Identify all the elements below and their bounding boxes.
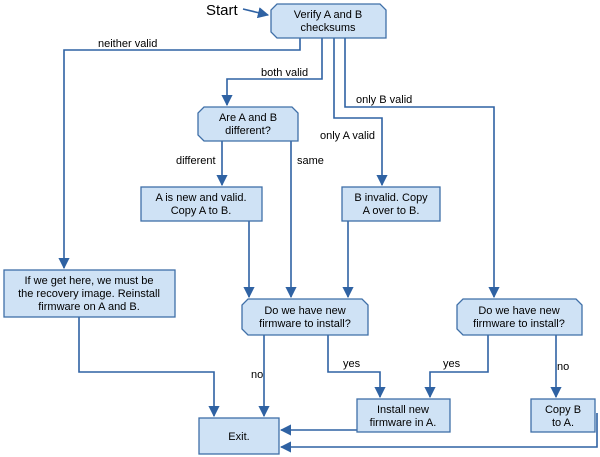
- node-new-firmware-right: Do we have new firmware to install?: [456, 298, 583, 336]
- start-label: Start: [206, 2, 239, 19]
- edge-copy-b-to-exit: [279, 413, 598, 453]
- node-recovery: If we get here, we must be the recovery …: [3, 269, 176, 318]
- node-exit: Exit.: [198, 417, 280, 455]
- edge-label-only-a-valid: only A valid: [320, 130, 375, 142]
- edge-left-yes: [327, 335, 386, 399]
- node-verify-line-2: checksums: [300, 22, 356, 34]
- edge-both-valid: [221, 38, 323, 107]
- node-new-firmware-right-line-2: firmware to install?: [473, 318, 565, 330]
- node-copy-b-to-a: Copy B to A.: [530, 398, 596, 433]
- node-new-firmware-right-line-1: Do we have new: [478, 305, 559, 317]
- edge-only-a-valid: [333, 38, 388, 187]
- edge-label-left-no: no: [251, 369, 263, 381]
- node-b-invalid-copy: B invalid. Copy A over to B.: [341, 186, 441, 222]
- edge-label-left-yes: yes: [343, 358, 361, 370]
- edge-label-both-valid: both valid: [261, 67, 308, 79]
- node-copy-b-to-a-line-1: Copy B: [545, 404, 581, 416]
- edge-neither-valid: [58, 38, 301, 270]
- node-copy-a-to-b: A is new and valid. Copy A to B.: [140, 186, 263, 222]
- edge-recovery-to-exit: [78, 317, 220, 418]
- node-new-firmware-left-line-2: firmware to install?: [259, 318, 351, 330]
- node-copy-a-to-b-line-2: Copy A to B.: [171, 205, 232, 217]
- edge-only-b-valid: [344, 38, 500, 299]
- node-new-firmware-left: Do we have new firmware to install?: [241, 298, 369, 336]
- edge-label-same: same: [297, 155, 324, 167]
- node-copy-b-to-a-line-2: to A.: [552, 417, 574, 429]
- edge-right-yes: [424, 335, 489, 399]
- node-are-different: Are A and B different?: [197, 106, 299, 142]
- edge-label-neither-valid: neither valid: [98, 38, 157, 50]
- edge-label-only-b-valid: only B valid: [356, 94, 412, 106]
- node-recovery-line-3: firmware on A and B.: [38, 301, 140, 313]
- start-arrow: [242, 7, 270, 19]
- edge-label-right-yes: yes: [443, 358, 461, 370]
- node-exit-label: Exit.: [228, 431, 249, 443]
- node-are-different-line-2: different?: [225, 125, 271, 137]
- edge-label-different: different: [176, 155, 216, 167]
- node-install-line-1: Install new: [377, 404, 429, 416]
- node-recovery-line-1: If we get here, we must be: [24, 275, 153, 287]
- node-b-invalid-line-1: B invalid. Copy: [354, 192, 428, 204]
- node-recovery-line-2: the recovery image. Reinstall: [18, 288, 160, 300]
- node-install: Install new firmware in A.: [356, 398, 451, 433]
- node-are-different-line-1: Are A and B: [219, 112, 277, 124]
- edge-label-right-no: no: [557, 361, 569, 373]
- node-copy-a-to-b-line-1: A is new and valid.: [155, 192, 246, 204]
- node-verify-line-1: Verify A and B: [294, 9, 363, 21]
- node-verify: Verify A and B checksums: [270, 3, 387, 39]
- node-new-firmware-left-line-1: Do we have new: [264, 305, 345, 317]
- node-install-line-2: firmware in A.: [370, 417, 437, 429]
- node-b-invalid-line-2: A over to B.: [363, 205, 420, 217]
